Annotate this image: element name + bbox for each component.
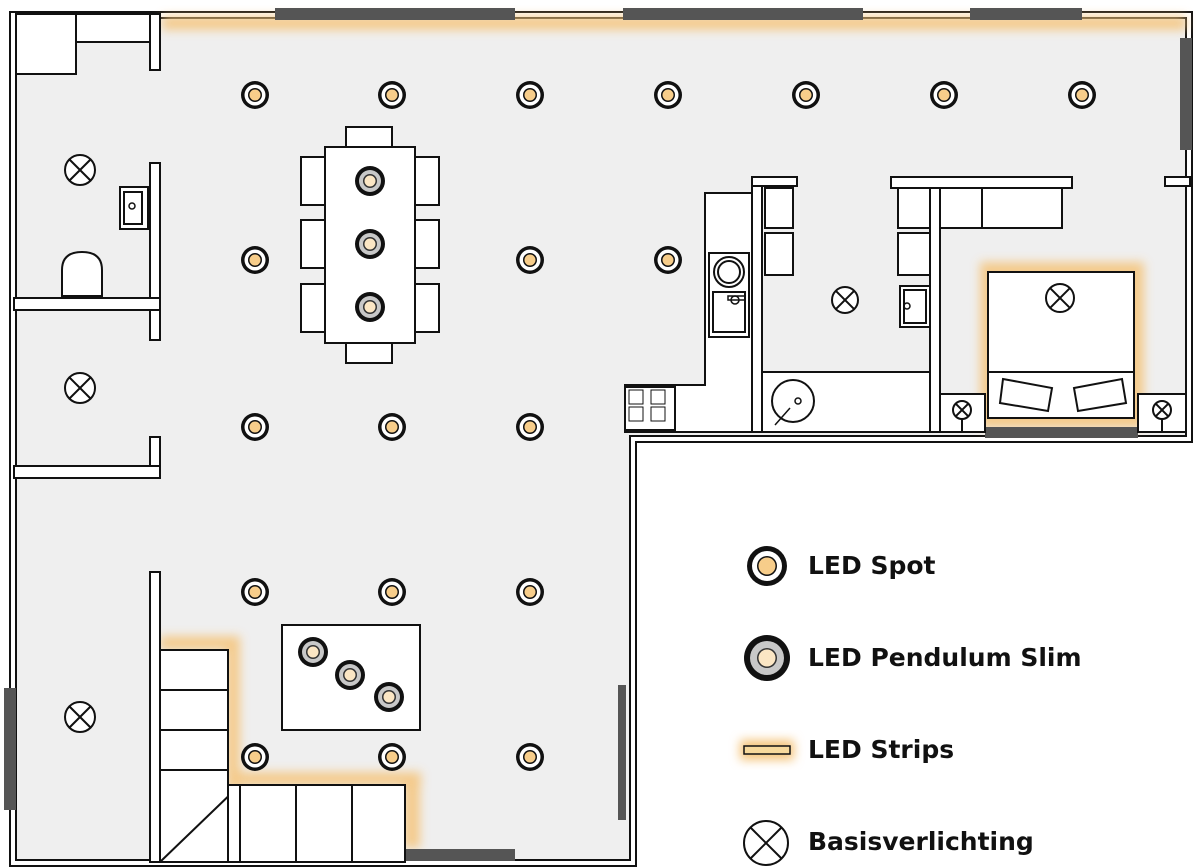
led-spot-icon xyxy=(241,413,269,441)
led-spot-icon xyxy=(516,413,544,441)
basis-light-icon xyxy=(64,154,96,186)
led-pendulum-icon xyxy=(374,682,404,712)
led-strip-stairs-side xyxy=(226,640,240,790)
led-pendulum-icon xyxy=(355,166,385,196)
basis-light-icon xyxy=(64,372,96,404)
legend-label-pendulum: LED Pendulum Slim xyxy=(808,643,1082,672)
led-spot-icon xyxy=(241,246,269,274)
led-spot-icon xyxy=(1068,81,1096,109)
legend-label-spot: LED Spot xyxy=(808,551,936,580)
dining-chair xyxy=(345,342,393,364)
wardrobe xyxy=(939,187,983,229)
led-strip-stairs-end xyxy=(404,772,420,848)
led-spot-icon xyxy=(516,743,544,771)
legend-icons xyxy=(740,546,794,866)
toilet xyxy=(61,250,103,297)
led-spot-icon xyxy=(654,246,682,274)
led-spot-icon xyxy=(378,413,406,441)
led-strip-stairs-bottom xyxy=(226,772,421,786)
dining-chair xyxy=(345,126,393,148)
led-spot-icon xyxy=(378,81,406,109)
led-pendulum-icon xyxy=(298,637,328,667)
basis-light-icon xyxy=(831,286,859,314)
legend-strip-icon xyxy=(740,740,794,760)
led-spot-icon xyxy=(516,578,544,606)
led-spot-icon xyxy=(516,81,544,109)
led-spot-icon xyxy=(378,743,406,771)
led-spot-icon xyxy=(241,81,269,109)
led-spot-icon xyxy=(654,81,682,109)
led-spot-icon xyxy=(930,81,958,109)
led-spot-icon xyxy=(241,743,269,771)
legend-pendulum-icon xyxy=(744,635,790,681)
led-strip-stairs-top xyxy=(160,636,240,650)
led-spot-icon xyxy=(516,246,544,274)
led-spot-icon xyxy=(378,578,406,606)
basis-light-icon xyxy=(1152,400,1172,432)
led-spot-icon xyxy=(241,578,269,606)
light-fixtures xyxy=(64,81,1172,771)
stairs xyxy=(159,649,406,863)
legend-label-strips: LED Strips xyxy=(808,735,955,764)
led-pendulum-icon xyxy=(355,292,385,322)
led-pendulum-icon xyxy=(355,229,385,259)
legend-label-basis: Basisverlichting xyxy=(808,827,1034,856)
basis-light-icon xyxy=(1045,283,1075,313)
legend-basis-icon xyxy=(743,820,789,866)
basis-light-icon xyxy=(64,701,96,733)
led-pendulum-icon xyxy=(335,660,365,690)
legend-spot-icon xyxy=(747,546,787,586)
basis-light-icon xyxy=(952,400,972,432)
led-spot-icon xyxy=(792,81,820,109)
stove xyxy=(624,386,676,431)
